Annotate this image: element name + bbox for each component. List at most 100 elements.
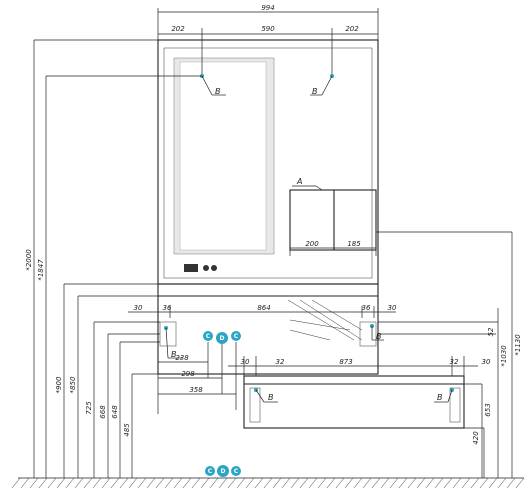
hatch-line — [335, 477, 345, 489]
hatch-line — [137, 477, 147, 489]
hatch-line — [47, 477, 57, 489]
hatch-line — [218, 477, 228, 489]
hatch-line — [182, 477, 192, 489]
dim-total-width: 994 — [261, 4, 274, 12]
hatch-line — [416, 477, 426, 489]
marker-b-cabinet-left — [164, 326, 182, 359]
hatch-line — [506, 477, 516, 489]
c-circle-icon — [231, 331, 241, 341]
hatch-line — [308, 477, 318, 489]
hatch-line — [380, 477, 390, 489]
d-circle-icon — [216, 332, 228, 344]
hatch-line — [38, 477, 48, 489]
dim-cabinet-right-gap: 30 — [388, 304, 397, 312]
c-icon-label: C — [234, 333, 239, 340]
hatch-line — [128, 477, 138, 489]
hatch-line — [209, 477, 219, 489]
c-circle-icon — [231, 466, 241, 476]
cabinet — [157, 283, 379, 375]
hatch-line — [515, 477, 525, 489]
hatch-line — [344, 477, 354, 489]
hatch-line — [227, 477, 237, 489]
dim-shelf-right: 185 — [347, 240, 361, 248]
hatch-line — [20, 477, 30, 489]
marker-b-label: B — [312, 87, 318, 96]
hatch-line — [146, 477, 156, 489]
dim-height-653: 653 — [484, 403, 492, 416]
dim-height-668: 668 — [99, 405, 107, 419]
dim-drawer-right-inner: 32 — [450, 358, 459, 366]
floor-hatch — [11, 477, 525, 489]
hatch-line — [497, 477, 507, 489]
hatch-line — [434, 477, 444, 489]
hatch-line — [110, 477, 120, 489]
hatch-line — [236, 477, 246, 489]
c-icon-label: C — [208, 468, 213, 475]
hatch-line — [407, 477, 417, 489]
marker-b-label: B — [376, 332, 382, 341]
dim-height-2000: *2000 — [25, 249, 33, 271]
mirror-glass — [179, 61, 267, 251]
c-circle-icon — [205, 466, 215, 476]
dim-height-725: 725 — [85, 401, 93, 415]
dim-drawer-left-gap: 30 — [241, 358, 250, 366]
hatch-line — [191, 477, 201, 489]
hatch-line — [272, 477, 282, 489]
hatch-line — [470, 477, 480, 489]
dim-cabinet-right-inner: 36 — [362, 304, 371, 312]
marker-b-drawer-right — [434, 388, 454, 403]
dim-height-900: *900 — [55, 376, 63, 393]
dim-drawer-width: 873 — [339, 358, 352, 366]
hatch-line — [92, 477, 102, 489]
side-shelf — [289, 185, 377, 256]
marker-b-mirror-right — [310, 74, 334, 96]
marker-b-label: B — [268, 393, 274, 402]
hatch-line — [119, 477, 129, 489]
marker-b-label: B — [171, 350, 177, 359]
dim-cabinet-width: 864 — [257, 304, 270, 312]
hatch-line — [11, 477, 21, 489]
hatch-line — [371, 477, 381, 489]
marker-b-cabinet-right — [370, 324, 384, 341]
dim-height-648: 648 — [111, 405, 119, 419]
hatch-line — [362, 477, 372, 489]
dim-height-850: *850 — [69, 376, 77, 393]
c-icon-label: C — [234, 468, 239, 475]
marker-b-label: B — [215, 87, 221, 96]
hatch-line — [443, 477, 453, 489]
marker-a-label: A — [296, 177, 302, 186]
hatch-line — [299, 477, 309, 489]
hatch-line — [101, 477, 111, 489]
dim-drawer-right-gap: 30 — [482, 358, 491, 366]
hatch-line — [200, 477, 210, 489]
dim-left-margin: 202 — [171, 25, 185, 33]
hatch-line — [263, 477, 273, 489]
hatch-line — [326, 477, 336, 489]
dim-shelf-left: 200 — [305, 240, 319, 248]
dim-height-1130: *1130 — [514, 334, 522, 356]
hatch-line — [164, 477, 174, 489]
hatch-line — [461, 477, 471, 489]
hatch-line — [29, 477, 39, 489]
hatch-line — [74, 477, 84, 489]
marker-b-label: B — [437, 393, 443, 402]
top-dimensions — [157, 8, 379, 76]
dim-center-span: 590 — [261, 25, 275, 33]
right-height-dimensions — [376, 231, 513, 478]
hatch-line — [65, 477, 75, 489]
drawer-unit — [243, 375, 465, 429]
dim-height-1030: *1030 — [500, 345, 508, 367]
hatch-line — [425, 477, 435, 489]
dim-height-485: 485 — [123, 423, 131, 437]
dim-cabinet-left-inner: 36 — [163, 304, 172, 312]
hatch-line — [479, 477, 489, 489]
left-height-dimensions — [33, 39, 244, 478]
touch-button-icon — [203, 265, 209, 271]
connection-icons-floor — [205, 465, 241, 477]
hatch-line — [290, 477, 300, 489]
dim-right-margin: 202 — [345, 25, 359, 33]
marker-b-drawer-left — [254, 388, 278, 403]
bottom-dimensions — [157, 342, 237, 414]
drawer-dimensions — [228, 356, 478, 376]
